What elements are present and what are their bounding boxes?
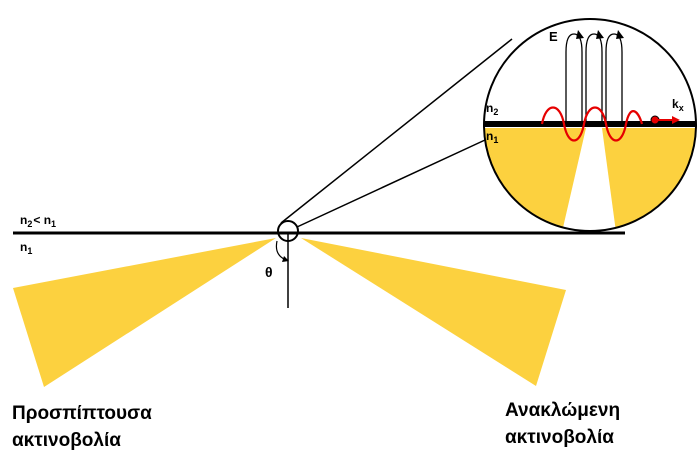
incident-radiation-caption: Προσπίπτουσα ακτινοβολία xyxy=(12,400,152,454)
svg-text:n2< n1: n2< n1 xyxy=(20,213,56,229)
evanescent-loop-3 xyxy=(605,33,623,122)
wave-dot xyxy=(650,115,660,125)
inset-label-n2-sub: 2 xyxy=(493,107,498,117)
zoom-marker-circle xyxy=(277,220,299,242)
svg-text:kx: kx xyxy=(672,97,684,113)
inset-border xyxy=(483,18,697,232)
refracted-caption-line1: Ανακλώμενη xyxy=(505,400,621,421)
evanescent-loop-2 xyxy=(585,33,603,122)
evanescent-arrowhead-3 xyxy=(616,30,624,39)
svg-text:θ: θ xyxy=(265,264,273,280)
label-n2-sub: 2 xyxy=(27,219,32,229)
zoom-connector-lower xyxy=(296,139,486,228)
evanescent-arrowhead-2 xyxy=(596,30,604,39)
angle-arc-arrowhead xyxy=(282,256,289,262)
svg-text:n1: n1 xyxy=(20,240,32,256)
theta-label: θ xyxy=(265,264,273,280)
inset-label-E: E xyxy=(549,29,558,44)
label-less-than-n: < n xyxy=(33,213,51,227)
surface-wave xyxy=(540,106,644,142)
inset-reflected-beam xyxy=(602,128,696,231)
inset-label-n2: n xyxy=(486,101,493,115)
inset-label-n1-sub: 1 xyxy=(493,135,498,145)
label-n1-lower-sub: 1 xyxy=(27,246,32,256)
incident-beam xyxy=(13,238,276,387)
svg-text:n1: n1 xyxy=(486,129,498,145)
kx-arrowhead xyxy=(672,116,680,124)
inset-label-n1: n xyxy=(486,129,493,143)
incident-caption-line1: Προσπίπτουσα xyxy=(12,403,152,424)
label-n1: n xyxy=(20,240,27,254)
reflected-beam xyxy=(301,238,566,386)
inset-magnified-view: E n2 n1 kx xyxy=(483,18,697,232)
evanescent-arrowhead-1 xyxy=(576,30,584,39)
incident-caption-line2: ακτινοβολία xyxy=(12,430,121,451)
refracted-radiation-caption: Ανακλώμενη ακτινοβολία xyxy=(505,397,620,451)
svg-text:E: E xyxy=(549,29,558,44)
evanescent-loop-1 xyxy=(565,33,583,122)
svg-text:n2: n2 xyxy=(486,101,498,117)
label-n2: n xyxy=(20,213,27,227)
inset-label-k-sub: x xyxy=(679,103,684,113)
inset-label-k: k xyxy=(672,97,679,111)
zoom-connector-upper xyxy=(280,38,513,224)
refracted-caption-line2: ακτινοβολία xyxy=(505,427,614,448)
label-n1-sub: 1 xyxy=(51,219,56,229)
